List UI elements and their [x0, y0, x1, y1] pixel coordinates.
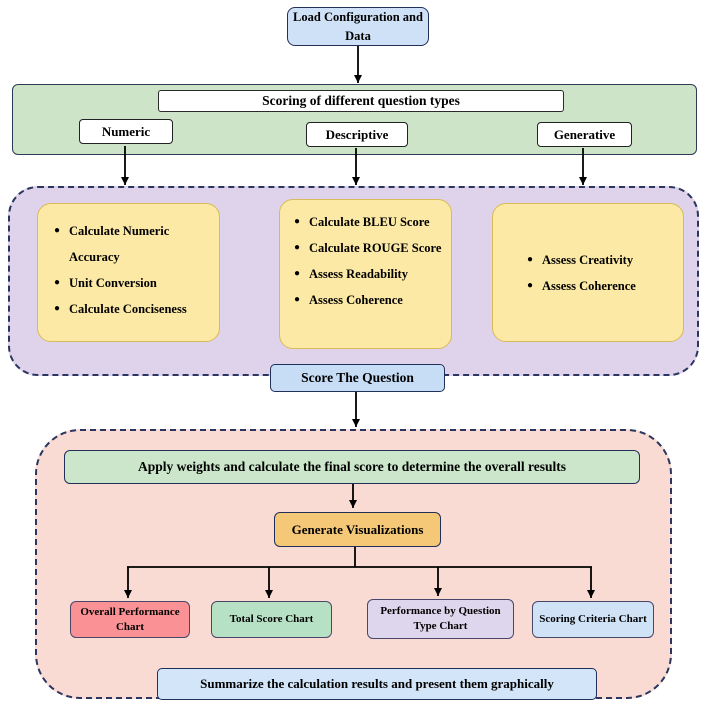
criteria-list-generative: Assess Creativity Assess Coherence [527, 247, 636, 299]
summarize-label: Summarize the calculation results and pr… [200, 676, 554, 691]
criteria-item: Assess Coherence [294, 287, 445, 313]
criteria-item: Assess Coherence [527, 273, 636, 299]
node-summarize-results: Summarize the calculation results and pr… [157, 668, 597, 700]
results-section: Apply weights and calculate the final sc… [35, 429, 672, 700]
criteria-item: Assess Creativity [527, 247, 636, 273]
criteria-item: Assess Readability [294, 261, 445, 287]
total-score-chart-label: Total Score Chart [229, 613, 314, 626]
scoring-criteria-chart-label: Scoring Criteria Chart [539, 613, 647, 626]
criteria-item: Calculate BLEU Score [294, 209, 445, 235]
node-apply-weights: Apply weights and calculate the final sc… [64, 450, 640, 484]
question-type-descriptive-label: Descriptive [325, 126, 389, 142]
node-performance-by-type-chart: Performance by Question Type Chart [367, 599, 514, 639]
overall-performance-chart-label: Overall Performance Chart [80, 605, 180, 633]
performance-by-type-chart-label: Performance by Question Type Chart [380, 605, 501, 632]
scoring-section-header: Scoring of different question types [158, 90, 564, 112]
question-type-generative: Generative [537, 122, 632, 147]
criteria-box-numeric: Calculate Numeric Accuracy Unit Conversi… [37, 203, 220, 342]
criteria-list-numeric: Calculate Numeric Accuracy Unit Conversi… [54, 218, 211, 322]
criteria-box-descriptive: Calculate BLEU Score Calculate ROUGE Sco… [279, 199, 452, 349]
question-type-numeric: Numeric [79, 119, 173, 144]
criteria-list-descriptive: Calculate BLEU Score Calculate ROUGE Sco… [294, 209, 445, 313]
criteria-section: Calculate Numeric Accuracy Unit Conversi… [8, 186, 699, 392]
scoring-section: Scoring of different question types Nume… [12, 84, 697, 155]
criteria-item: Unit Conversion [54, 270, 211, 296]
criteria-item: Calculate ROUGE Score [294, 235, 445, 261]
question-type-numeric-label: Numeric [101, 123, 151, 139]
criteria-item: Calculate Numeric Accuracy [54, 218, 211, 270]
question-type-generative-label: Generative [553, 126, 616, 142]
question-type-descriptive: Descriptive [306, 122, 408, 147]
node-total-score-chart: Total Score Chart [211, 601, 332, 638]
node-load-config: Load Configuration and Data [287, 7, 429, 46]
node-load-config-label: Load Configuration and Data [293, 10, 423, 43]
node-score-question: Score The Question [270, 364, 445, 392]
generate-viz-label: Generate Visualizations [291, 521, 424, 537]
node-generate-visualizations: Generate Visualizations [274, 512, 441, 547]
apply-weights-label: Apply weights and calculate the final sc… [137, 459, 567, 474]
criteria-item: Calculate Conciseness [54, 296, 211, 322]
score-question-label: Score The Question [301, 370, 414, 385]
node-overall-performance-chart: Overall Performance Chart [70, 601, 190, 638]
scoring-header-label: Scoring of different question types [262, 93, 460, 108]
node-scoring-criteria-chart: Scoring Criteria Chart [532, 601, 654, 638]
criteria-box-generative: Assess Creativity Assess Coherence [492, 203, 684, 342]
